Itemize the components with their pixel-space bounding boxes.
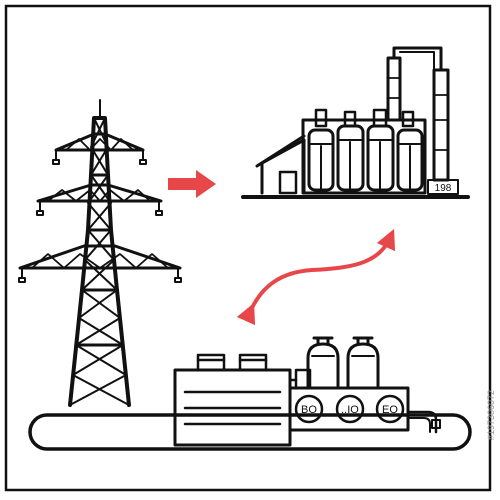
factory-plate-label: 198 [435,183,452,194]
two-way-curved-arrow-icon [236,228,396,326]
plant-badge-1: BO [301,404,317,416]
plant-badge-2: ..IO [341,404,359,416]
outer-frame [4,4,492,492]
plant-badge-3: EO [382,404,398,416]
power-pylon-icon [18,99,182,407]
watermark-id: #197306072 [486,390,496,440]
factory-icon [241,46,470,199]
right-arrow-icon [168,170,216,198]
storage-plant-icon [28,336,472,451]
